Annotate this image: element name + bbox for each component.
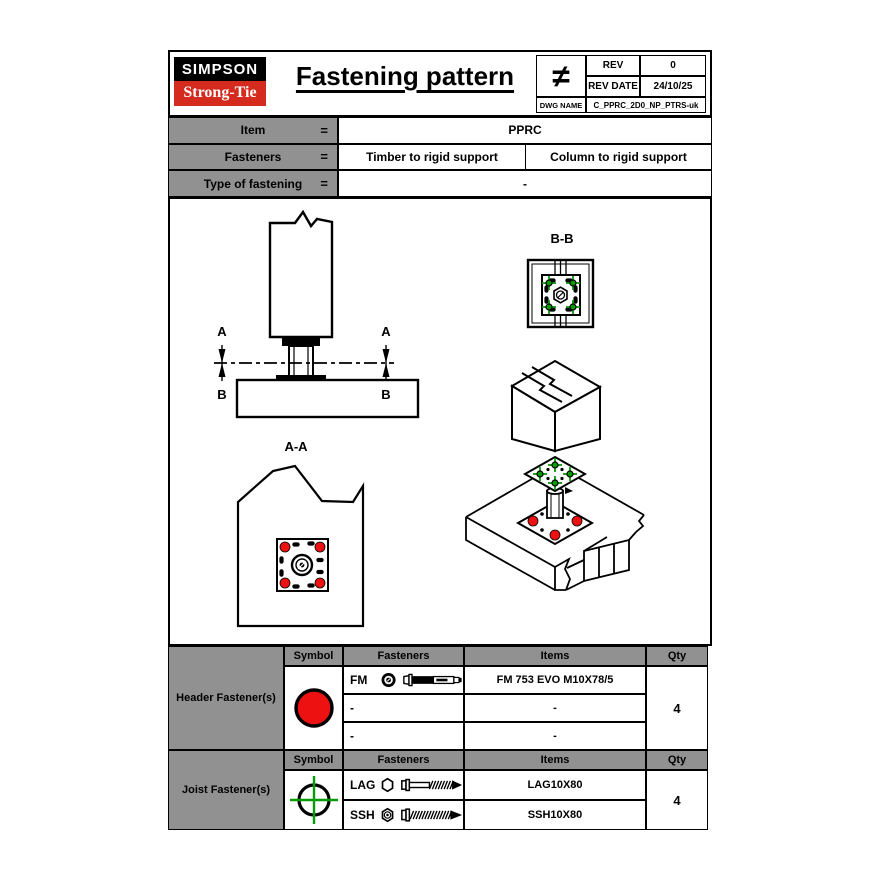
type-value: - — [338, 170, 712, 197]
fastener-row: FM — [343, 666, 464, 694]
section-marker-right — [382, 345, 390, 381]
item-label: Item — [240, 123, 266, 138]
logo-simpson-text: SIMPSON — [174, 57, 266, 81]
spec-table: Item = PPRC Fasteners = Timber to rigid … — [168, 117, 712, 197]
joist-symbol-cell — [284, 770, 343, 830]
header-fastener-table: Header Fastener(s) Symbol Fasteners Item… — [168, 646, 712, 750]
center-nut — [553, 286, 568, 304]
section-label-a-right: A — [381, 324, 391, 339]
joist-fastener-symbol-icon — [289, 776, 338, 824]
fasteners-values: Timber to rigid support Column to rigid … — [338, 143, 712, 171]
iso-column — [510, 359, 603, 453]
col-qty: Qty — [646, 646, 708, 666]
type-of-fastening-label: Type of fastening — [203, 176, 303, 191]
item-label-cell: Item = — [168, 117, 338, 144]
header-fastener-symbol-icon — [293, 688, 334, 728]
lag-screw-icon — [401, 778, 463, 792]
iso-base-plate — [515, 500, 595, 546]
col-fasteners: Fasteners — [343, 646, 464, 666]
revision-block: ≠ REV 0 REV DATE 24/10/25 DWG NAME C_PPR… — [536, 55, 706, 113]
fasteners-label: Fasteners — [224, 149, 282, 164]
col-fasteners: Fasteners — [343, 750, 464, 770]
fasteners-value-timber: Timber to rigid support — [366, 149, 498, 164]
fastener-row: - — [343, 722, 464, 750]
fastener-item: - — [464, 694, 646, 722]
header-qty-value: 4 — [646, 666, 708, 750]
rev-value: 0 — [640, 55, 706, 76]
dwg-name-value: C_PPRC_2D0_NP_PTRS-uk — [586, 97, 706, 113]
fastener-code: - — [350, 729, 354, 743]
header-symbol-cell — [284, 666, 343, 750]
fm-washer-icon — [381, 672, 396, 688]
not-equal-icon: ≠ — [536, 55, 586, 97]
col-symbol: Symbol — [284, 646, 343, 666]
item-value: PPRC — [338, 117, 712, 144]
equals-sign: = — [320, 149, 328, 165]
section-view-bb: B-B — [526, 231, 595, 329]
col-items: Items — [464, 750, 646, 770]
section-view-aa: A-A — [236, 439, 365, 628]
fasteners-label-cell: Fasteners = — [168, 143, 338, 171]
fastener-row: LAG — [343, 770, 464, 800]
ssh-hex-head-icon — [381, 807, 394, 823]
elevation-view: A A B B — [214, 209, 420, 419]
section-marker-left — [218, 345, 226, 381]
fastener-item: LAG10X80 — [464, 770, 646, 800]
rev-date-value: 24/10/25 — [640, 76, 706, 97]
drawing-area: A A B B B-B — [168, 197, 712, 646]
title-block: SIMPSON Strong-Tie Fastening pattern ≠ R… — [168, 50, 712, 117]
joist-fastener-group-label: Joist Fastener(s) — [168, 750, 284, 830]
fastener-code: LAG — [350, 778, 376, 792]
fastener-item: FM 753 EVO M10X78/5 — [464, 666, 646, 694]
section-label-b-left: B — [217, 387, 226, 402]
simpson-strongtie-logo: SIMPSON Strong-Tie — [174, 57, 266, 106]
joist-qty-value: 4 — [646, 770, 708, 830]
rev-label: REV — [586, 55, 640, 76]
fastener-code: FM — [350, 673, 368, 687]
fastener-code: SSH — [350, 808, 375, 822]
col-qty: Qty — [646, 750, 708, 770]
joist-fastener-table: Joist Fastener(s) Symbol Fasteners Items… — [168, 750, 712, 830]
type-label-cell: Type of fastening = — [168, 170, 338, 197]
fm-anchor-bolt-icon — [403, 673, 462, 687]
header-fastener-group-label: Header Fastener(s) — [168, 646, 284, 750]
technical-drawing: A A B B B-B — [214, 209, 645, 628]
rev-date-label: REV DATE — [586, 76, 640, 97]
isometric-view — [465, 359, 645, 591]
iso-column-plate — [522, 455, 588, 493]
drawing-sheet: SIMPSON Strong-Tie Fastening pattern ≠ R… — [168, 50, 712, 830]
page-title: Fastening pattern — [295, 61, 515, 91]
col-items: Items — [464, 646, 646, 666]
equals-sign: = — [320, 176, 328, 192]
section-label-b-right: B — [381, 387, 390, 402]
ssh-screw-icon — [401, 808, 463, 822]
equals-sign: = — [320, 122, 328, 138]
center-anchor — [290, 553, 314, 577]
fastener-code: - — [350, 701, 354, 715]
fastener-row: - — [343, 694, 464, 722]
fastener-item: SSH10X80 — [464, 800, 646, 830]
col-symbol: Symbol — [284, 750, 343, 770]
view-aa-label: A-A — [284, 439, 308, 454]
section-label-a-left: A — [217, 324, 227, 339]
logo-strongtie-text: Strong-Tie — [174, 81, 266, 106]
fasteners-value-column: Column to rigid support — [525, 144, 711, 170]
fastener-item: - — [464, 722, 646, 750]
dwg-name-label: DWG NAME — [536, 97, 586, 113]
fastener-row: SSH — [343, 800, 464, 830]
view-bb-label: B-B — [550, 231, 573, 246]
lag-hex-head-icon — [381, 777, 394, 793]
